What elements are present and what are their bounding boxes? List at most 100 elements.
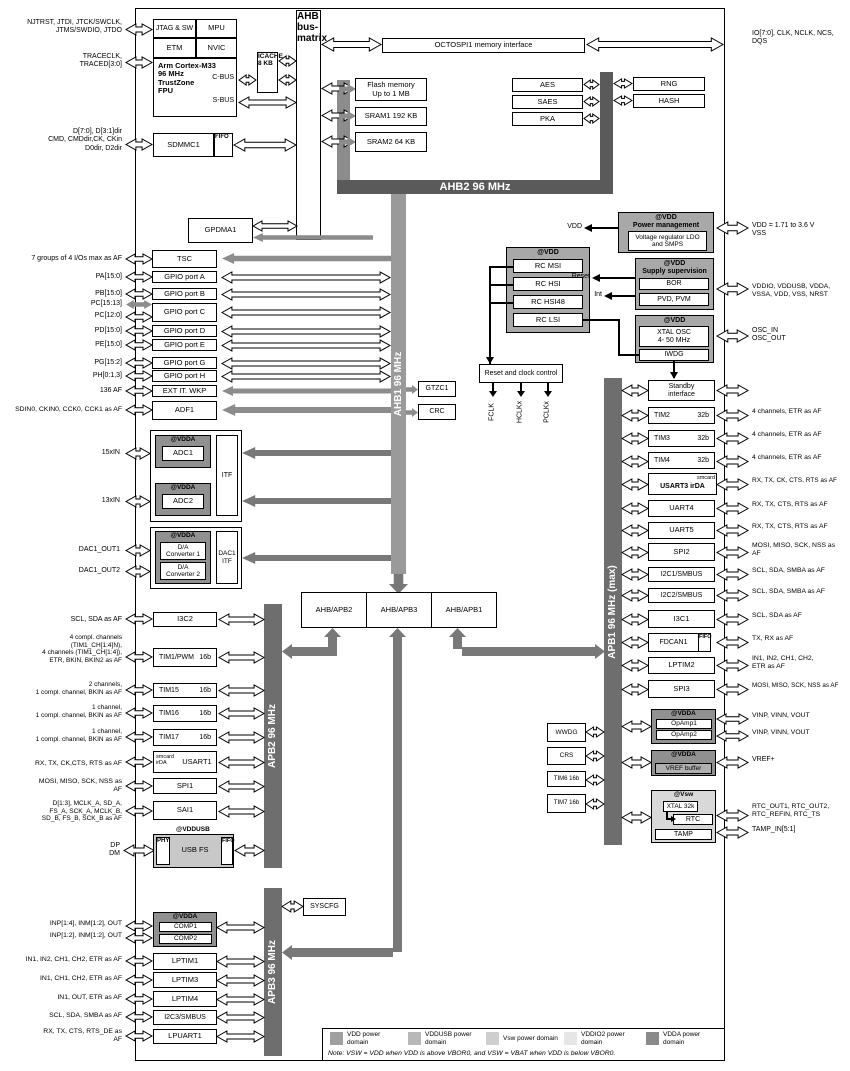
bus-usart3-arrow <box>620 478 650 491</box>
pin-spi1-arrow <box>124 780 154 792</box>
sai1-pins-label: D[1:3], MCLK_A, SD_A, FS_A, SCK_A, MCLK_… <box>41 800 122 823</box>
i3c1-box: I3C1 <box>648 610 715 628</box>
usart1-sublabel: smcard irDA <box>156 754 175 767</box>
sdmmc-matrix-arrow <box>232 138 298 152</box>
rc-hline1 <box>489 266 513 268</box>
bridge1-head-up <box>449 628 466 637</box>
vref-grp-header: @VDDA <box>671 751 696 758</box>
trace-pins-label: TRACECLK, TRACED[3:0] <box>79 53 122 69</box>
wwdg-box: WWDG <box>547 723 586 742</box>
adc-itf-box: ITF <box>216 435 238 516</box>
lptim4-box: LPTIM4 <box>153 991 217 1007</box>
gpioh-box: GPIO port H <box>152 370 217 382</box>
pin-vddio-arrow <box>715 282 750 296</box>
rtc-pins-label: RTC_OUT1, RTC_OUT2, RTC_REFIN, RTC_TS <box>752 803 830 819</box>
i3c2-bus-arrow <box>217 613 266 626</box>
syscfg-box: SYSCFG <box>303 898 346 916</box>
pin-lptim3-arrow <box>124 974 154 986</box>
ahb1-to-bridge-arrow <box>389 574 408 594</box>
bus-tim2-arrow <box>620 409 650 422</box>
i2c2-pins-label: SCL, SDA, SMBA as AF <box>752 588 825 595</box>
legend-swatch-vdda <box>646 1032 659 1045</box>
uart5-pin-arrow <box>715 524 750 537</box>
i2c1-box: I2C1/SMBUS <box>648 567 715 582</box>
pin-lptim4-arrow <box>124 993 154 1005</box>
rtc-box: RTC <box>673 814 713 825</box>
tim15-pins-label: 2 channels, 1 compl. channel, BKIN as AF <box>35 681 122 696</box>
tim3-pins-label: 4 channels, ETR as AF <box>752 431 822 438</box>
tim6-bus-arrow <box>585 774 605 786</box>
opamp1-pins-label: VINP, VINN, VOUT <box>752 712 810 719</box>
sram2-box: SRAM2 64 KB <box>355 132 427 152</box>
fclk-label: FCLK <box>484 399 500 425</box>
pin-tim1-arrow <box>124 651 154 663</box>
ahb-bus-matrix: AHB bus-matrix <box>296 10 327 240</box>
spi3-pin-arrow <box>715 683 750 696</box>
gpioh-bus-arrow <box>220 370 392 383</box>
pin-pc-hi-arrow <box>126 300 152 309</box>
uart5-box: UART5 <box>648 522 715 539</box>
reset-tri <box>592 274 600 282</box>
nvic-box: NVIC <box>196 38 237 58</box>
usart1-pins-label: RX, TX, CK,CTS, RTS as AF <box>35 760 122 767</box>
pc-hi-label: PC[15:13] <box>90 300 122 307</box>
dac1-out-label: DAC1_OUT1 <box>78 546 120 553</box>
rtc-elbow-vline <box>666 812 668 819</box>
wwdg-bus-arrow <box>585 726 605 738</box>
bridge1-vseg <box>453 636 462 649</box>
dac1-box: D/A Converter 1 <box>160 542 206 560</box>
fclk-label-text: FCLK <box>488 403 496 421</box>
extit-dma-arrow <box>222 386 391 396</box>
aes-box: AES <box>512 78 583 92</box>
usb-bus-arrow <box>233 844 266 857</box>
spi1-bus-arrow <box>217 780 266 793</box>
rchsi48-box: RC HSI48 <box>513 295 583 309</box>
bus-standby-arrow <box>620 384 650 397</box>
pin-dac1-arrow <box>124 544 152 557</box>
mpu-box: MPU <box>196 19 237 38</box>
pin-lptim1-arrow <box>124 955 154 967</box>
hclk-line <box>520 383 522 393</box>
dac2-out-label: DAC1_OUT2 <box>78 567 120 574</box>
cbus-label: C-BUS <box>212 74 234 81</box>
ahb-apb2-box: AHB/APB2 <box>301 592 367 628</box>
pin-comp2-arrow <box>124 932 154 944</box>
dac-itf-box: DAC1 ITF <box>216 531 238 584</box>
jtag-box: JTAG & SW <box>153 19 196 38</box>
usb-phy-box: PHY <box>156 837 170 865</box>
xtal32k-box: XTAL 32k <box>663 801 698 812</box>
legend-label-vddusb: VDDUSB power domain <box>425 1031 472 1046</box>
gpiog-box: GPIO port G <box>152 357 217 369</box>
bus-fdcan-arrow <box>620 636 650 649</box>
etm-box: ETM <box>153 38 196 58</box>
ahb1-bus: AHB1 96 MHz <box>391 194 406 574</box>
comp2-box: COMP2 <box>159 934 212 944</box>
tim1-pins-label: 4 compl. channels (TIM1_CH[1:4]N), 4 cha… <box>42 634 122 664</box>
spi2-pin-arrow <box>715 546 750 559</box>
pin-dac2-arrow <box>124 565 152 578</box>
gbus-sram2-arrow <box>339 137 356 147</box>
lptim1-box: LPTIM1 <box>153 953 217 970</box>
pg-label: PG[15:2] <box>94 359 122 366</box>
rtc-grp-header: @Vsw <box>673 791 694 798</box>
vdd-out-label: VDD <box>567 223 582 230</box>
gpiod-box: GPIO port D <box>152 325 217 337</box>
lptim3-pins-label: IN1, CH1, CH2, ETR as AF <box>40 975 122 982</box>
adc2-pins-label: 13xIN <box>101 497 120 504</box>
i2c2-pin-arrow <box>715 589 750 602</box>
tim7-box: TIM7 16b <box>547 794 586 813</box>
cortex-box: Arm Cortex-M33 96 MHz TrustZone FPU <box>153 58 237 117</box>
pwr-grp-header: @VDD Power management <box>632 214 700 230</box>
pin-trace-arrow <box>124 56 154 69</box>
pin-lpuart-arrow <box>124 1030 154 1042</box>
apb1-bus-text: APB1 96 MHz (max) <box>606 564 618 659</box>
bar-rng-arrow <box>613 78 633 89</box>
flash-box: Flash memory Up to 1 MB <box>355 78 427 101</box>
gpiod-bus-arrow <box>220 325 392 338</box>
octospi-pins-label: IO[7:0], CLK, NCLK, NCS, DQS <box>752 30 834 46</box>
spi3-pins-label: MOSI, MISO, SCK, NSS as AF <box>752 682 839 689</box>
bus-i2c1-arrow <box>620 568 650 581</box>
dac-grp-header: @VDDA <box>170 532 196 539</box>
